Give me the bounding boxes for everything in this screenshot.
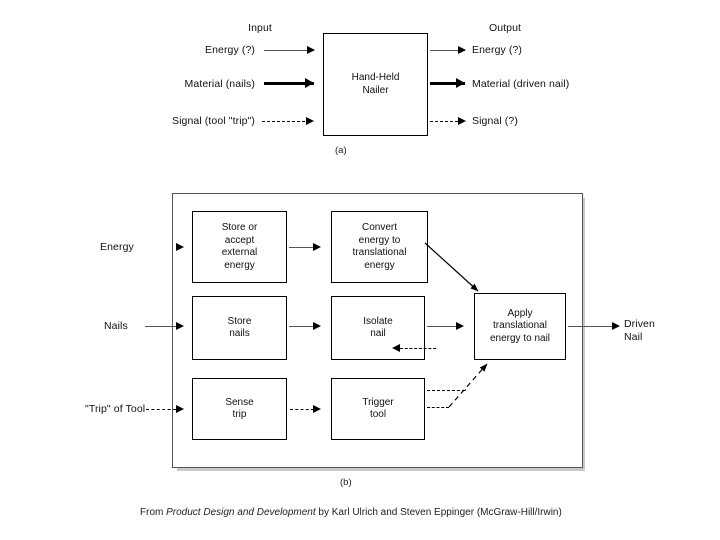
output-arrow-material-line — [430, 81, 465, 85]
caption-title: Product Design and Development — [166, 507, 316, 518]
input-arrow-material-head — [305, 77, 314, 88]
input-label-signal: Signal (tool "trip") — [172, 115, 255, 127]
isolate-nail-line2: nail — [370, 328, 386, 339]
output-label-material: Material (driven nail) — [472, 78, 570, 90]
output-arrow-signal-head — [458, 116, 466, 125]
apply-energy-line2: translational — [493, 320, 547, 332]
b-input-arrow-nails-head — [176, 321, 184, 330]
apply-energy-line1: Apply — [507, 307, 533, 319]
caption-suffix: by Karl Ulrich and Steven Eppinger (McGr… — [315, 507, 562, 518]
convert-energy-line2: energy to — [358, 234, 401, 246]
input-label-energy: Energy (?) — [204, 44, 255, 56]
driven-nail-head — [612, 321, 620, 330]
isolate-to-apply-head — [456, 321, 464, 330]
box-convert-energy-to-translational-energy: Convert energy to translational energy — [331, 211, 428, 283]
b-input-label-trip: "Trip" of Tool — [85, 403, 146, 415]
convert-energy-line4: energy — [364, 259, 395, 271]
nailer-title-line1: Hand-Held — [351, 72, 400, 83]
sense-to-trigger-head — [313, 404, 321, 413]
b-output-label-driven-line1: Driven — [624, 318, 655, 330]
figure-label-a: (a) — [335, 145, 347, 156]
b-input-label-energy: Energy — [100, 241, 134, 253]
input-label-material: Material (nails) — [184, 78, 255, 90]
store-nails-line1: Store — [227, 315, 252, 327]
isolate-to-apply-line — [427, 325, 458, 328]
hand-held-nailer-box: Hand-Held Nailer — [323, 33, 428, 136]
nails-connector-head — [313, 321, 321, 330]
input-arrow-signal-line — [262, 120, 310, 122]
box-trigger-tool: Trigger tool — [331, 378, 425, 440]
b-input-nails-line — [145, 325, 177, 328]
output-arrow-energy-head — [458, 45, 466, 54]
input-heading: Input — [248, 22, 272, 34]
input-arrow-signal-head — [306, 116, 314, 125]
figure-label-b: (b) — [340, 477, 352, 488]
trigger-feedback-line-upper — [427, 390, 465, 391]
b-input-trip-line — [146, 408, 176, 410]
driven-nail-line — [568, 325, 614, 328]
apply-energy-line3: energy to nail — [489, 332, 551, 344]
box-isolate-nail: Isolate nail — [331, 296, 425, 360]
trigger-tool-line1: Trigger — [362, 396, 394, 408]
trigger-tool-line2: tool — [369, 409, 387, 420]
store-energy-line2: accept — [224, 234, 255, 246]
output-label-signal: Signal (?) — [472, 115, 518, 127]
b-input-label-nails: Nails — [104, 320, 128, 332]
b-input-arrow-energy-head — [176, 242, 184, 251]
feedback-apply-to-isolate-line — [400, 347, 436, 349]
output-heading: Output — [488, 22, 522, 34]
nails-connector-line — [289, 325, 315, 328]
source-caption: From Product Design and Development by K… — [140, 507, 562, 518]
nailer-title-line2: Nailer — [362, 84, 389, 96]
store-energy-line4: energy — [224, 259, 255, 271]
box-apply-translational-energy-to-nail: Apply translational energy to nail — [474, 293, 566, 360]
input-arrow-material-line — [264, 81, 314, 85]
box-store-nails: Store nails — [192, 296, 287, 360]
store-nails-line2: nails — [229, 328, 250, 339]
box-sense-trip: Sense trip — [192, 378, 287, 440]
caption-prefix: From — [140, 507, 167, 518]
b-output-label-driven-line2: Nail — [624, 331, 643, 343]
sense-trip-line2: trip — [232, 409, 247, 420]
energy-connector-head — [313, 242, 321, 251]
convert-energy-line1: Convert — [361, 222, 397, 233]
b-input-arrow-trip-head — [176, 404, 184, 413]
sense-to-trigger-line — [290, 408, 314, 410]
store-energy-line1: Store or — [221, 222, 258, 233]
store-energy-line3: external — [221, 247, 258, 258]
trigger-feedback-line-lower — [427, 407, 449, 408]
box-store-or-accept-external-energy: Store or accept external energy — [192, 211, 287, 283]
output-arrow-signal-line — [430, 120, 463, 122]
sense-trip-line1: Sense — [225, 396, 254, 408]
convert-energy-line3: translational — [352, 247, 407, 258]
output-label-energy: Energy (?) — [472, 44, 523, 56]
output-arrow-material-head — [456, 77, 465, 88]
energy-connector-line — [289, 246, 315, 249]
input-arrow-energy-head — [307, 45, 315, 54]
isolate-nail-line1: Isolate — [363, 315, 393, 327]
feedback-apply-to-isolate-head — [392, 343, 400, 352]
input-arrow-energy-line — [264, 49, 314, 51]
output-arrow-energy-line — [430, 49, 465, 51]
